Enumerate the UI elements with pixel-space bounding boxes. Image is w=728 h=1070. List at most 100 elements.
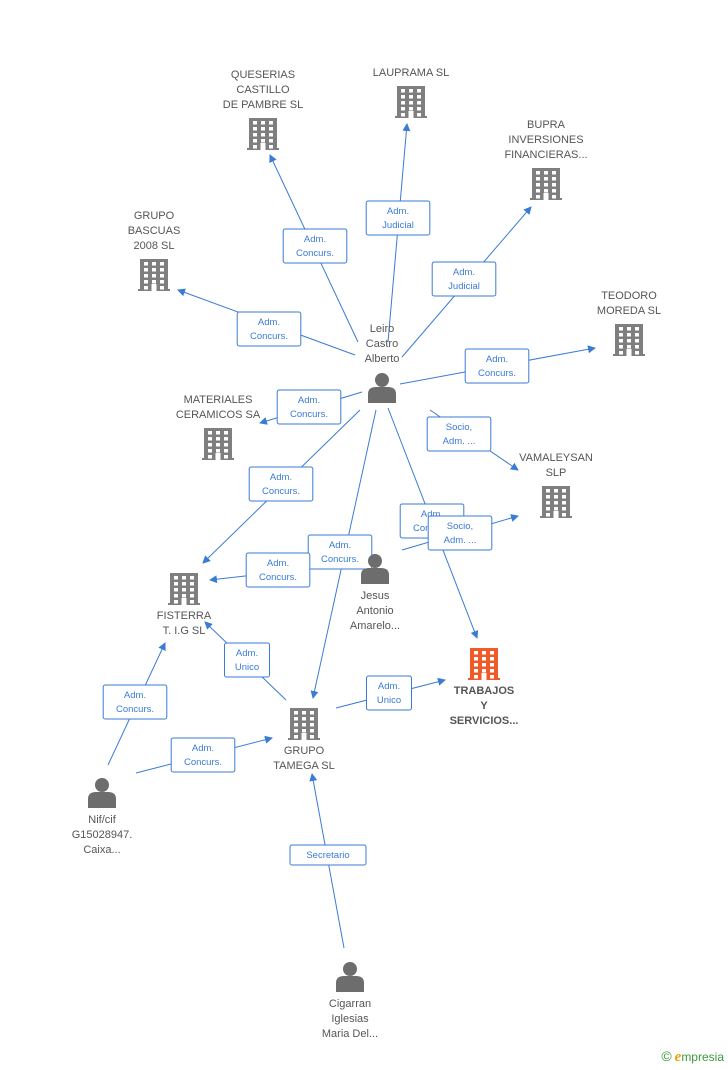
building-window (627, 333, 631, 337)
building-window (554, 507, 558, 511)
edge-label-leiro-to-queserias[interactable]: Adm.Concurs. (282, 228, 348, 264)
building-window (552, 189, 556, 193)
node-label-text: Castro (366, 338, 398, 350)
building-door (260, 143, 266, 150)
building-window (474, 651, 478, 655)
building-icon (540, 486, 572, 518)
node-trabajos[interactable]: TRABAJOSYSERVICIOS... (450, 648, 519, 727)
edge-label-nif-to-tamega[interactable]: Adm.Concurs. (170, 737, 236, 773)
brand-logo: ©empresia (661, 1048, 724, 1066)
edge-label-text: Judicial (382, 220, 414, 231)
building-window (546, 495, 550, 499)
edge-label-leiro-to-materiales[interactable]: Adm.Concurs. (276, 389, 342, 425)
building-window (482, 651, 486, 655)
edge-label-leiro-to-bupra[interactable]: Adm.Judicial (431, 261, 497, 297)
building-window (401, 113, 405, 117)
building-window (552, 183, 556, 187)
node-label-text: SLP (546, 467, 567, 479)
node-nif[interactable]: Nif/cifG15028947.Caixa... (72, 778, 133, 856)
node-label-text: Amarelo... (350, 620, 400, 632)
building-window (562, 501, 566, 505)
edge-label-tamega-to-fisterra[interactable]: Adm.Unico (224, 642, 270, 678)
edge-label-cigarran-to-tamega[interactable]: Secretario (289, 844, 367, 866)
building-window (152, 262, 156, 266)
node-label-text: Y (480, 700, 488, 712)
building-window (417, 89, 421, 93)
building-window (627, 345, 631, 349)
node-label-text: Antonio (356, 605, 393, 617)
building-window (208, 443, 212, 447)
edge-label-leiro-to-bascuas[interactable]: Adm.Concurs. (236, 311, 302, 347)
edge-label-leiro-to-lauprama[interactable]: Adm.Judicial (365, 200, 431, 236)
building-window (302, 717, 306, 721)
building-window (190, 600, 194, 604)
building-window (294, 711, 298, 715)
building-window (490, 657, 494, 661)
node-jesus[interactable]: JesusAntonioAmarelo... (350, 554, 400, 632)
person-body (361, 568, 389, 584)
building-door (481, 673, 487, 680)
building-window (627, 339, 631, 343)
person-icon (88, 778, 116, 808)
building-icon (395, 86, 427, 118)
edge-label-box (365, 200, 431, 236)
building-window (216, 431, 220, 435)
edge-label-text: Adm. (258, 317, 280, 328)
person-head (343, 962, 357, 976)
building-window (619, 327, 623, 331)
building-window (190, 588, 194, 592)
node-bupra[interactable]: BUPRAINVERSIONESFINANCIERAS... (504, 119, 588, 200)
building-window (562, 507, 566, 511)
edge-label-jesus-to-fisterra[interactable]: Adm.Concurs. (245, 552, 311, 588)
building-window (562, 495, 566, 499)
edge-label-tamega-to-trabajos[interactable]: Adm.Unico (366, 675, 412, 711)
building-window (269, 145, 273, 149)
building-window (216, 449, 220, 453)
node-label-text: Leiro (370, 323, 394, 335)
edge-label-leiro-to-teodoro[interactable]: Adm.Concurs. (464, 348, 530, 384)
edge-label-text: Adm. (486, 354, 508, 365)
building-window (544, 183, 548, 187)
building-window (261, 133, 265, 137)
building-window (174, 600, 178, 604)
edge-label-nif-to-fisterra[interactable]: Adm.Concurs. (102, 684, 168, 720)
building-window (144, 280, 148, 284)
building-window (216, 443, 220, 447)
edge-label-text: Socio, (446, 422, 472, 433)
edge-label-leiro-to-tamega[interactable]: Adm.Concurs. (307, 534, 373, 570)
building-window (182, 588, 186, 592)
building-window (474, 657, 478, 661)
edge-label-leiro-to-vamaleysan[interactable]: Socio, Adm. ... (426, 416, 492, 452)
edge-label-box (307, 534, 373, 570)
building-window (269, 139, 273, 143)
building-icon (138, 259, 170, 291)
node-lauprama[interactable]: LAUPRAMA SL (373, 67, 449, 118)
building-window (544, 189, 548, 193)
building-window (474, 675, 478, 679)
copyright-symbol: © (661, 1048, 672, 1064)
edge-label-leiro-to-fisterra[interactable]: Adm.Concurs. (248, 466, 314, 502)
building-window (482, 663, 486, 667)
edge-label-text: Adm. ... (443, 436, 476, 447)
edge-label-text: Judicial (448, 281, 480, 292)
building-icon (468, 648, 500, 680)
node-label-text: SERVICIOS... (450, 715, 519, 727)
node-label-text: LAUPRAMA SL (373, 67, 449, 79)
building-window (174, 582, 178, 586)
building-door (301, 733, 307, 740)
building-window (182, 582, 186, 586)
building-window (182, 576, 186, 580)
edge-label-jesus-to-vamaleysan[interactable]: Socio,Adm. ... (427, 515, 493, 551)
building-window (302, 729, 306, 733)
building-window (160, 268, 164, 272)
building-window (552, 195, 556, 199)
